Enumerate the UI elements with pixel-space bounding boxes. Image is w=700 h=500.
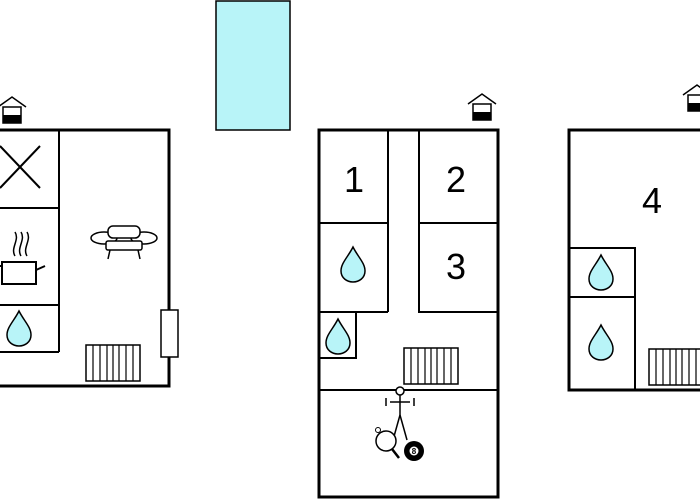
svg-text:8: 8 xyxy=(412,447,417,456)
table-football-icon xyxy=(385,386,415,441)
room-number-1: 1 xyxy=(344,159,364,200)
water-drop-icon xyxy=(588,254,614,291)
building-middle: 1 2 3 8 xyxy=(317,93,500,499)
water-drop-icon xyxy=(340,246,366,283)
billiard-ball-icon: 8 xyxy=(404,441,424,461)
sofa-icon xyxy=(90,225,158,260)
table-tennis-icon xyxy=(375,427,400,459)
pool xyxy=(215,0,291,131)
cooking-pot-icon xyxy=(0,231,46,285)
room-number-4: 4 xyxy=(642,180,662,221)
room-number-2: 2 xyxy=(446,159,466,200)
radiator-icon xyxy=(648,348,700,386)
entrance-house-icon xyxy=(682,84,700,112)
water-drop-icon xyxy=(325,318,351,355)
building-right: 4 xyxy=(567,84,700,392)
radiator-icon xyxy=(85,344,141,382)
door-icon xyxy=(160,309,179,358)
radiator-icon xyxy=(403,347,459,385)
water-drop-icon xyxy=(6,310,32,347)
water-drop-icon xyxy=(588,324,614,361)
room-number-3: 3 xyxy=(446,246,466,287)
building-left xyxy=(0,96,179,388)
cross-icon xyxy=(0,145,41,189)
entrance-house-icon xyxy=(467,93,497,121)
entrance-house-icon xyxy=(0,96,27,124)
